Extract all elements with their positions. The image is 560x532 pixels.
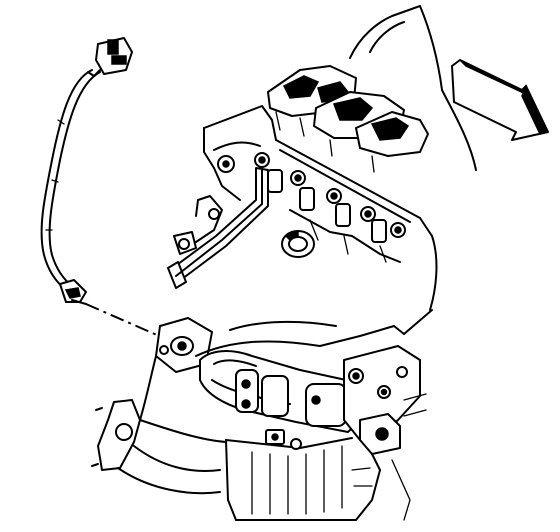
engine-block [195,309,433,521]
ignition-coil-pack [267,65,429,173]
oxygen-sensor-harness [40,37,183,347]
sensor-connector [87,37,133,77]
view-direction-arrow-icon [451,59,550,141]
intake-plenum [349,5,477,171]
manifold-stud [173,195,223,255]
egr-tube [167,167,269,289]
cylinder-head [203,105,438,311]
manifold-gasket [281,230,315,258]
exhaust-manifold [91,317,359,495]
oxygen-sensor [59,279,87,305]
